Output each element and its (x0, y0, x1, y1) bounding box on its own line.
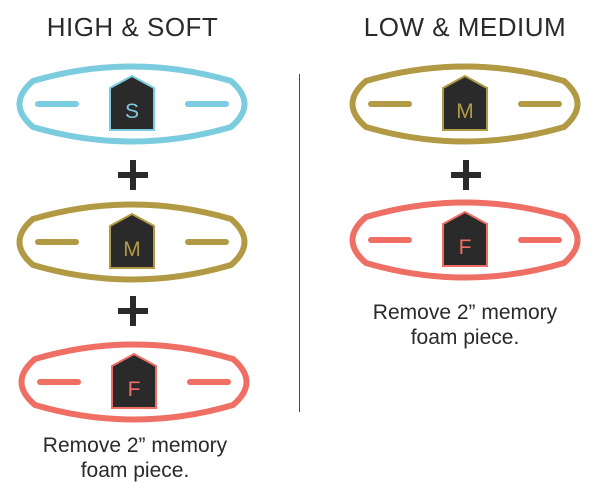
pillow-medium: M (349, 63, 581, 145)
column-divider (299, 74, 300, 412)
pillow-soft: S (16, 63, 248, 145)
badge-letter: F (128, 378, 141, 401)
pillow-outline-icon: F (18, 341, 250, 423)
house-badge-icon: M (109, 212, 155, 269)
pillow-outline-icon: S (16, 63, 248, 145)
plus-icon (118, 160, 148, 190)
pillow-firm: F (18, 341, 250, 423)
pillow-firm: F (349, 199, 581, 281)
badge-letter: M (123, 238, 141, 261)
badge-letter: F (459, 236, 472, 259)
house-badge-icon: M (442, 74, 488, 131)
column-title-high-soft: HIGH & SOFT (46, 12, 219, 42)
house-badge-icon: F (442, 210, 488, 267)
pillow-outline-icon: M (16, 201, 248, 283)
instruction-note-line1: Remove 2” memory (372, 301, 558, 324)
pillow-outline-icon: F (349, 199, 581, 281)
house-badge-icon: S (109, 74, 155, 131)
column-title-low-medium: LOW & MEDIUM (363, 12, 567, 42)
pillow-outline-icon: M (349, 63, 581, 145)
instruction-note-line2: foam piece. (410, 326, 520, 349)
plus-icon (118, 296, 148, 326)
house-badge-icon: F (111, 352, 157, 409)
plus-icon (451, 160, 481, 190)
instruction-note: Remove 2” memory foam piece. (0, 433, 270, 483)
instruction-note-line2: foam piece. (80, 459, 190, 482)
instruction-note-line1: Remove 2” memory (42, 434, 228, 457)
badge-letter: M (456, 100, 474, 123)
instruction-note: Remove 2” memory foam piece. (330, 300, 600, 350)
badge-letter: S (125, 100, 139, 123)
pillow-medium: M (16, 201, 248, 283)
